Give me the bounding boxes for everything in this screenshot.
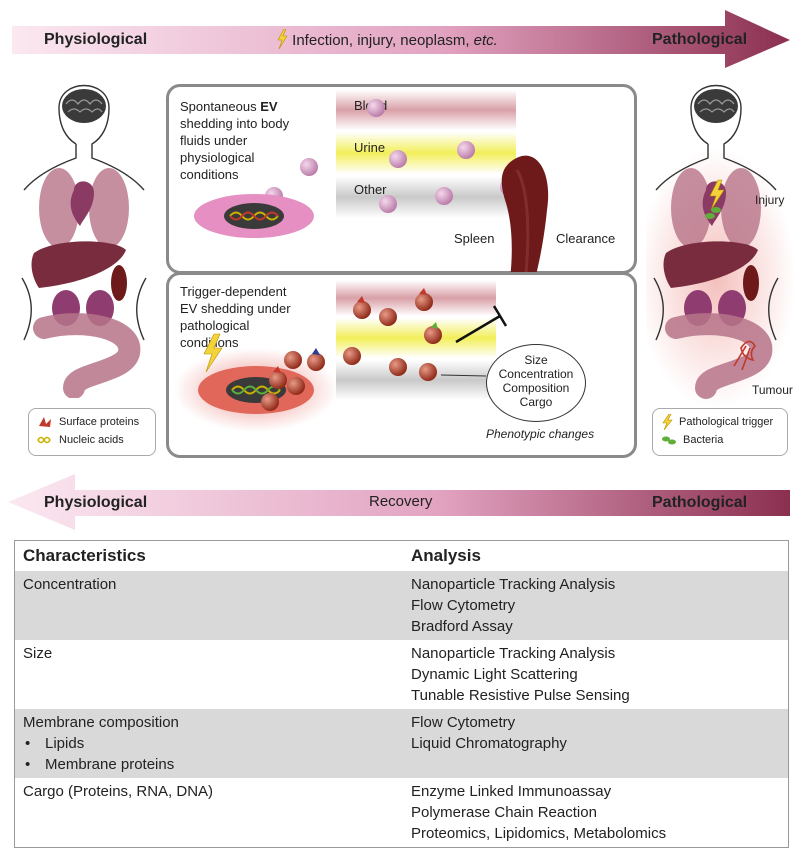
top-arrow-middle-italic: etc. (473, 32, 498, 49)
vesicle (287, 377, 305, 395)
lightning-icon (662, 414, 673, 430)
vesicle (307, 353, 325, 371)
analysis-cell: Flow Cytometry Liquid Chromatography (403, 709, 789, 778)
clearance-label: Clearance (556, 231, 616, 246)
vesicle (415, 293, 433, 311)
table-row: Cargo (Proteins, RNA, DNA) Enzyme Linked… (15, 778, 789, 848)
top-arrow-right-label: Pathological (652, 31, 748, 48)
lightning-icon (709, 179, 725, 211)
legend-item-pathological-trigger: Pathological trigger (653, 413, 787, 431)
lightning-icon (277, 28, 288, 50)
ev-analysis-table: Characteristics Analysis Concentration N… (14, 540, 789, 848)
analysis-cell: Nanoparticle Tracking Analysis Dynamic L… (411, 645, 630, 704)
legend-item-nucleic-acids: Nucleic acids (29, 431, 155, 449)
analysis-cell: Enzyme Linked Immunoassay Polymerase Cha… (411, 783, 667, 842)
vesicle (424, 326, 442, 344)
fluid-label-other: Other (354, 182, 387, 197)
brain-icon (62, 89, 106, 123)
fluid-label-urine: Urine (354, 140, 386, 155)
legend-item-bacteria: Bacteria (653, 431, 787, 449)
nucleic-acid-icon (37, 436, 51, 444)
pathological-description: Trigger-dependent EV shedding under path… (180, 284, 291, 350)
top-arrow-middle-label: Infection, injury, neoplasm, etc. (276, 28, 498, 50)
bottom-arrow-left-label: Physiological (44, 494, 148, 511)
left-legend: Surface proteins Nucleic acids (28, 408, 156, 456)
bottom-arrow-middle-label: Recovery (369, 493, 433, 510)
top-progression-arrow (12, 10, 790, 68)
legend-label: Surface proteins (59, 416, 140, 428)
diseased-body-figure (646, 84, 796, 408)
bottom-recovery-arrow (8, 474, 790, 530)
legend-label: Bacteria (683, 434, 724, 446)
vesicle (261, 393, 279, 411)
phenotypic-changes-label: Phenotypic changes (486, 427, 595, 441)
phenotype-bubble: Size Concentration Composition Cargo (486, 344, 586, 422)
vesicle (457, 141, 475, 159)
bottom-arrow-right-label: Pathological (652, 494, 748, 511)
body-fluid-bands (336, 90, 516, 218)
legend-label: Pathological trigger (679, 416, 774, 428)
vesicle (379, 308, 397, 326)
normal-vesicles (194, 99, 518, 238)
vesicle (300, 158, 318, 176)
vesicle (343, 347, 361, 365)
vesicle (269, 371, 287, 389)
analysis-cell: Nanoparticle Tracking Analysis Flow Cyto… (403, 571, 789, 640)
lightning-icon (203, 333, 223, 373)
bacteria-icon (662, 436, 676, 445)
characteristic-cell: Size (23, 645, 53, 662)
vesicle (389, 150, 407, 168)
physiological-description: Spontaneous EV shedding into body fluids… (180, 99, 290, 182)
legend-item-surface-proteins: Surface proteins (29, 413, 155, 431)
brain-icon (694, 89, 738, 123)
vesicle (435, 187, 453, 205)
characteristic-cell: Cargo (Proteins, RNA, DNA) (23, 783, 214, 800)
vesicle (389, 358, 407, 376)
characteristic-cell: Concentration (14, 571, 403, 640)
vesicle (367, 99, 385, 117)
top-arrow-left-label: Physiological (44, 31, 148, 48)
column-header-analysis: Analysis (403, 540, 789, 571)
tumour-label: Tumour (752, 383, 793, 397)
vesicle (379, 195, 397, 213)
legend-label: Nucleic acids (59, 434, 124, 446)
column-header-characteristics: Characteristics (14, 540, 403, 571)
vesicle (353, 301, 371, 319)
tumour-icon (733, 340, 757, 371)
surface-protein-icon (39, 417, 51, 427)
vesicle (419, 363, 437, 381)
vesicle (284, 351, 302, 369)
pathological-vesicles (174, 288, 508, 432)
table-row: Size Nanoparticle Tracking Analysis Dyna… (15, 640, 789, 709)
characteristic-cell: Membrane composition •Lipids •Membrane p… (14, 709, 403, 778)
table-header-row: Characteristics Analysis (14, 540, 789, 571)
top-arrow-middle-text: Infection, injury, neoplasm, (292, 32, 470, 49)
injury-label: Injury (755, 193, 785, 207)
table-row: Membrane composition •Lipids •Membrane p… (14, 709, 789, 778)
spleen-label: Spleen (454, 231, 495, 246)
healthy-body-figure (21, 84, 147, 398)
right-legend: Pathological trigger Bacteria (652, 408, 788, 456)
table-row: Concentration Nanoparticle Tracking Anal… (14, 571, 789, 640)
